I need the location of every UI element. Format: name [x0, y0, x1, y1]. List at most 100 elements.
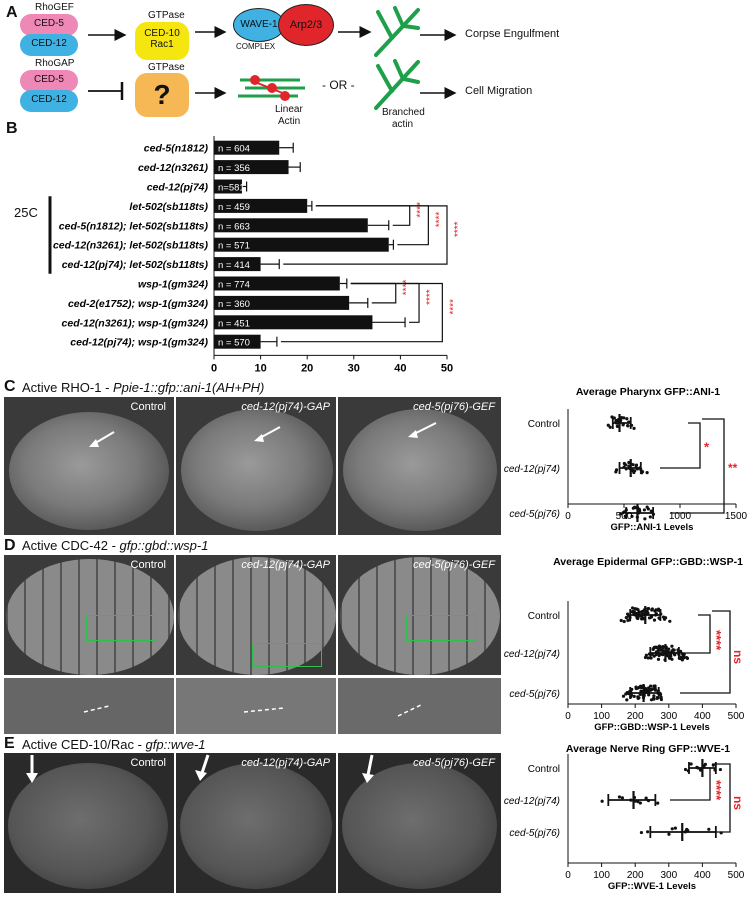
d-point-2-63 — [635, 686, 640, 690]
sig-bracket-wsp1-ced12-stars: **** — [425, 289, 436, 305]
d-tick-label-4: 400 — [694, 711, 711, 722]
n-label-7: n = 774 — [218, 280, 250, 291]
d-bracket-2 — [680, 610, 731, 694]
d-category-1: ced-12(pj74) — [504, 649, 560, 660]
d-point-2-47 — [653, 684, 657, 688]
c-point-0-1 — [625, 417, 629, 421]
micrograph-e-control-label: Control — [130, 757, 166, 769]
gtpase-label-row1: GTPase — [148, 10, 185, 21]
c-plot-title: Average Pharynx GFP::ANI-1 — [576, 386, 720, 398]
ced10-rac1-box: CED-10 Rac1 — [135, 22, 189, 60]
d-point-0-27 — [619, 618, 623, 623]
d-point-0-41 — [661, 615, 666, 619]
d-point-0-66 — [647, 616, 652, 620]
d-point-2-67 — [632, 694, 636, 698]
d-point-0-44 — [652, 618, 657, 622]
d-point-2-69 — [649, 684, 653, 688]
linear-label-1: Linear — [275, 104, 303, 115]
n-label-5: n = 571 — [218, 241, 250, 252]
e-tick-label-3: 300 — [660, 870, 677, 881]
e-sig-2: ns — [731, 796, 745, 810]
c-point-1-4 — [624, 463, 628, 467]
sig-bracket-wsp1-ced2 — [350, 282, 397, 304]
d-point-1-66 — [652, 645, 657, 649]
d-tick-label-0: 0 — [565, 711, 571, 722]
d-bracket-1 — [670, 614, 711, 654]
d-point-1-49 — [685, 655, 689, 660]
n-label-1: n = 356 — [218, 163, 250, 174]
d-point-2-68 — [651, 696, 656, 700]
x-tick-label-1: 10 — [254, 362, 266, 374]
linear-actin-icon — [238, 75, 305, 101]
d-tick-label-2: 200 — [627, 711, 644, 722]
c-point-1-22 — [614, 470, 618, 474]
panel-c-title-italic: Ppie-1::gfp::ani-1(AH+PH) — [113, 380, 265, 395]
e-tick-label-4: 400 — [694, 870, 711, 881]
d-point-2-56 — [659, 695, 663, 699]
c-point-0-23 — [615, 424, 619, 428]
zoom-inset-d-gef — [338, 678, 501, 734]
bar-2 — [214, 179, 242, 194]
d-plot-title: Average Epidermal GFP::GBD::WSP-1 — [553, 556, 743, 568]
category-label-6: ced-12(pj74); let-502(sb118ts) — [62, 259, 209, 271]
micrograph-c-control-label: Control — [130, 401, 166, 413]
d-point-2-37 — [651, 687, 655, 691]
sig-bracket-wsp1-ced12pj74-stars: **** — [448, 299, 459, 315]
e-bracket-2 — [680, 763, 731, 833]
panel-b-letter: B — [6, 120, 18, 137]
x-tick-label-4: 40 — [394, 362, 406, 374]
e-point-0-6 — [703, 762, 707, 766]
pharynx-ani1-dot-plot: Average Pharynx GFP::ANI-1Controlced-12(… — [504, 386, 748, 533]
d-point-2-30 — [621, 694, 626, 698]
e-point-0-2 — [683, 767, 688, 772]
category-label-10: ced-12(pj74); wsp-1(gm324) — [70, 337, 208, 349]
c-tick-label-1: 500 — [616, 511, 633, 522]
n-label-8: n = 360 — [218, 299, 250, 310]
d-point-0-55 — [654, 608, 658, 612]
nerve-ring-wve1-dot-plot: Average Nerve Ring GFP::WVE-1Controlced-… — [504, 743, 745, 892]
micrograph-e-gef-label: ced-5(pj76)-GEF — [413, 757, 495, 769]
ced12-pill-row1: CED-12 — [20, 34, 78, 56]
branched-label-2: actin — [392, 119, 414, 130]
micrograph-c-gef-label: ced-5(pj76)-GEF — [413, 401, 495, 413]
d-tick-label-5: 500 — [728, 711, 745, 722]
branched-actin-icon-row1 — [374, 6, 420, 57]
panel-d-title: Active CDC-42 - gfp::gbd::wsp-1 — [22, 538, 208, 553]
micrograph-c-gef: ced-5(pj76)-GEF — [338, 397, 501, 535]
d-point-1-52 — [656, 657, 661, 661]
category-label-2: ced-12(pj74) — [147, 182, 209, 194]
c-sig-1: * — [704, 440, 710, 455]
bar-1 — [214, 160, 289, 175]
sig-bracket-let502-ced12-stars: **** — [434, 212, 445, 228]
n-label-10: n = 570 — [218, 338, 250, 349]
zoom-box-d-control — [86, 615, 156, 641]
e-point-0-10 — [718, 767, 723, 772]
micrograph-d-control: Control — [4, 555, 174, 675]
sig-bracket-let502-ced5-stars: **** — [416, 202, 427, 218]
d-point-1-65 — [670, 649, 674, 653]
sig-bracket-let502-ced12pj74-stars: **** — [453, 221, 464, 237]
e-point-0-0 — [689, 762, 693, 766]
d-point-2-61 — [653, 688, 658, 692]
c-point-2-2 — [630, 514, 634, 518]
c-point-1-18 — [645, 470, 649, 475]
panel-d-title-plain: Active CDC-42 - — [22, 538, 120, 553]
d-point-2-51 — [639, 685, 643, 689]
gtpase-label-row2: GTPase — [148, 62, 185, 73]
c-category-0: Control — [528, 419, 560, 430]
d-point-1-46 — [673, 653, 677, 657]
micrograph-d-control-label: Control — [130, 559, 166, 571]
d-point-1-30 — [657, 653, 661, 658]
c-bracket-2 — [670, 418, 725, 514]
sig-bracket-wsp1-ced12pj74 — [280, 282, 443, 343]
n-label-3: n = 459 — [218, 202, 250, 213]
arp23-oval: Arp2/3 — [278, 4, 334, 46]
c-tick-label-2: 1000 — [669, 511, 692, 522]
c-point-1-23 — [633, 469, 637, 473]
d-point-0-64 — [630, 610, 634, 614]
category-label-5: ced-12(n3261); let-502(sb118ts) — [53, 240, 209, 252]
d-point-1-26 — [670, 644, 674, 648]
ced12-pill-row2: CED-12 — [20, 90, 78, 112]
category-label-9: ced-12(n3261); wsp-1(gm324) — [62, 317, 209, 329]
e-point-2-11 — [707, 827, 711, 831]
